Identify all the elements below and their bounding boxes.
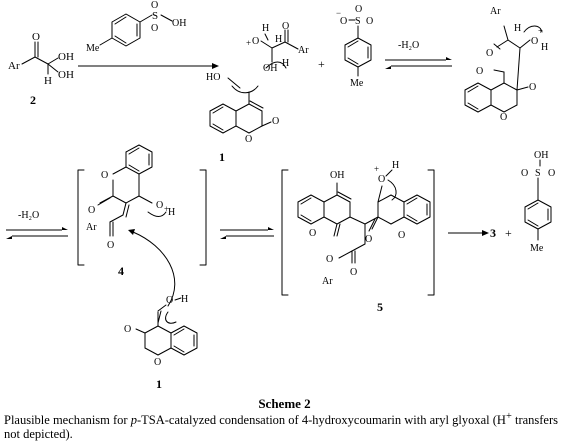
compound-label-4: 4: [118, 264, 124, 278]
atom-ar: Ar: [86, 222, 97, 233]
compound-5-structure: O OH O O Ar O O O + H 5: [297, 160, 431, 314]
atom-plus: +: [246, 38, 251, 48]
compound-label-1: 1: [219, 150, 225, 164]
atom-h: H: [181, 294, 188, 305]
atom-o: O: [107, 240, 114, 251]
compound-2-structure: Ar O OH OH H 2: [8, 31, 74, 107]
atom-oh: OH: [534, 150, 548, 161]
plus-sign: +: [505, 226, 512, 240]
atom-minus: −: [336, 8, 341, 18]
bracket-compound-5: [281, 169, 435, 296]
atom-o: O: [521, 168, 528, 179]
atom-plus: +: [374, 164, 379, 174]
atom-o: O: [529, 82, 536, 93]
atom-o: O: [88, 205, 95, 216]
compound-1-bottom-structure: O O O H 1: [124, 294, 198, 391]
intermediate-1-structure: O O HO + O H H O Ar OH H 1: [206, 21, 309, 164]
reaction-arrow-1: [78, 63, 219, 69]
atom-o: O: [340, 16, 347, 27]
atom-o: O: [500, 112, 507, 123]
atom-o: O: [355, 4, 362, 15]
equilibrium-arrow-2: -H₂O: [6, 210, 68, 239]
atom-o: O: [32, 31, 40, 43]
arrow-label-minus-water: -H₂O: [398, 40, 419, 51]
atom-o: O: [252, 36, 259, 47]
atom-o: O: [166, 295, 173, 306]
tosylate-anion-structure: − O S O O Me: [336, 4, 373, 89]
atom-h: H: [392, 160, 399, 171]
scheme-title: Scheme 2: [258, 396, 311, 411]
atom-h: H: [282, 58, 289, 69]
arrow-label-minus-water: -H₂O: [18, 210, 39, 221]
atom-h: H: [168, 207, 175, 218]
atom-o: O: [154, 357, 161, 368]
atom-o: O: [272, 116, 279, 127]
caption-italic-p: p: [130, 413, 137, 428]
atom-o: O: [486, 48, 493, 59]
compound-label-5: 5: [377, 300, 383, 314]
caption-suffix: -TSA-catalyzed condensation of 4-hydroxy…: [136, 413, 506, 428]
compound-label-2: 2: [30, 93, 36, 107]
caption-sup-plus: +: [505, 411, 512, 422]
atom-o: O: [350, 267, 357, 278]
atom-o: O: [531, 36, 538, 47]
atom-h: H: [541, 42, 548, 53]
atom-plus: +: [164, 204, 169, 214]
atom-s: S: [535, 168, 541, 179]
bracket-compound-4: [77, 169, 207, 266]
atom-s: S: [355, 16, 361, 27]
atom-o: O: [548, 168, 555, 179]
atom-ar: Ar: [298, 45, 309, 56]
atom-h: H: [44, 75, 52, 87]
atom-me: Me: [86, 43, 100, 54]
atom-o: O: [476, 66, 483, 77]
atom-o: O: [151, 0, 158, 11]
reaction-arrow-final: 3 +: [448, 226, 512, 240]
compound-4-structure: O O O + H Ar O 4: [86, 144, 176, 307]
atom-plus: +: [538, 26, 543, 36]
ptsa-structure-2: OH O S O Me: [521, 150, 555, 254]
atom-me: Me: [350, 78, 364, 89]
ptsa-structure-1: S O O OH Me: [86, 0, 186, 54]
atom-ho: HO: [206, 72, 220, 83]
atom-ar: Ar: [322, 276, 333, 287]
atom-o: O: [124, 324, 131, 335]
atom-o: O: [101, 170, 108, 181]
atom-o: O: [398, 230, 405, 241]
atom-o: O: [365, 234, 372, 245]
atom-oh: OH: [330, 170, 344, 181]
atom-o: O: [309, 228, 316, 239]
atom-o: O: [378, 174, 385, 185]
atom-o: O: [366, 16, 373, 27]
atom-o: O: [282, 21, 289, 32]
equilibrium-arrow-3: [220, 227, 274, 239]
atom-me: Me: [530, 243, 544, 254]
plus-sign: +: [318, 57, 325, 71]
atom-ar: Ar: [490, 6, 501, 17]
compound-label-3: 3: [490, 226, 496, 240]
atom-oh: OH: [58, 69, 74, 81]
atom-o: O: [245, 134, 252, 145]
caption-prefix: Plausible mechanism for: [4, 413, 131, 428]
atom-h: H: [514, 23, 521, 34]
atom-oh: OH: [58, 51, 74, 63]
atom-h: H: [262, 23, 269, 34]
atom-h: H: [275, 34, 282, 45]
scheme-caption: Plausible mechanism for p-TSA-catalyzed …: [4, 410, 566, 441]
compound-label-1-bottom: 1: [156, 377, 162, 391]
caption-end: transfers not depicted).: [4, 413, 559, 442]
atom-o: O: [156, 200, 163, 211]
atom-oh: OH: [263, 63, 277, 74]
atom-o: O: [151, 23, 158, 34]
atom-oh: OH: [172, 18, 186, 29]
atom-o: O: [326, 254, 333, 265]
intermediate-oxonium-structure: O O O O Ar H O + H: [464, 6, 548, 123]
atom-ar: Ar: [8, 60, 20, 72]
equilibrium-arrow-1: -H₂O: [385, 40, 452, 69]
atom-s: S: [152, 10, 158, 22]
